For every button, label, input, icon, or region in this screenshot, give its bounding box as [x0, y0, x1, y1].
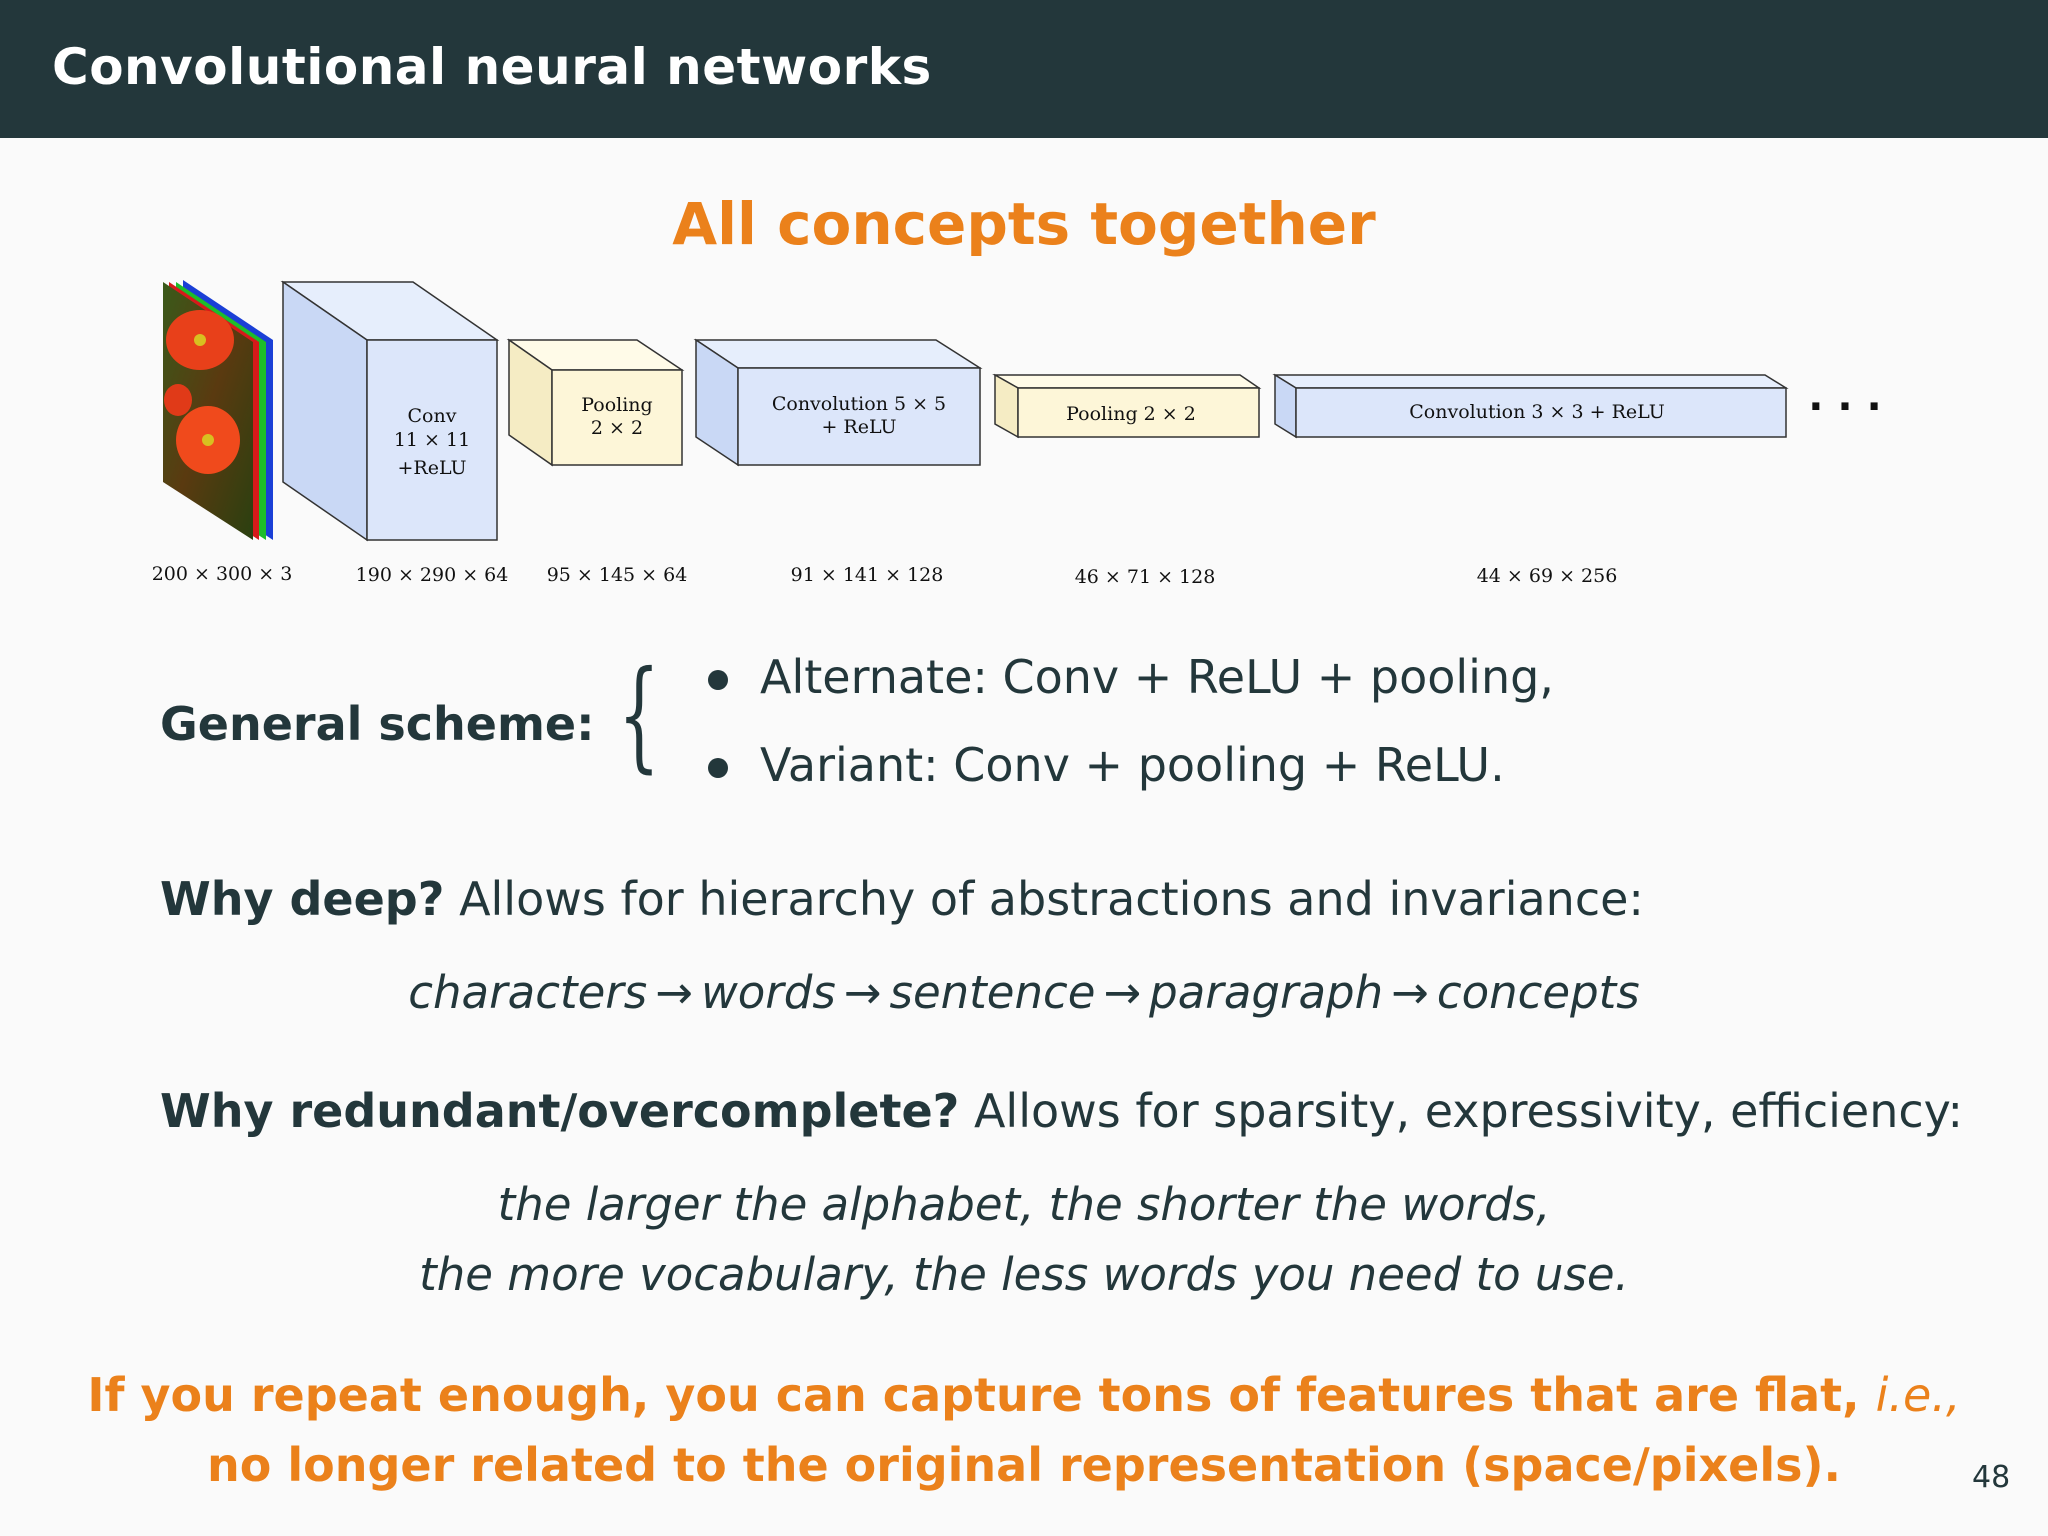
dims-conv1: 190 × 290 × 64	[356, 564, 509, 586]
flower-3	[164, 384, 192, 416]
conv1-label-line-3: +ReLU	[397, 457, 466, 479]
why-redundant-label: Why redundant/overcomplete?	[160, 1084, 960, 1138]
conv2-label-line-1: Convolution 5 × 5	[772, 393, 946, 415]
dims-pool1: 95 × 145 × 64	[547, 564, 688, 586]
frame-subtitle: All concepts together	[672, 190, 1376, 258]
layer-conv2	[693, 338, 983, 467]
why-deep-text: Allows for hierarchy of abstractions and…	[459, 872, 1644, 926]
pool1-label-line-2: 2 × 2	[591, 417, 643, 439]
pool2-front	[1017, 387, 1260, 438]
chain-item: characters	[408, 966, 648, 1019]
conv2-front	[737, 367, 981, 466]
flower-center-1	[194, 334, 206, 346]
why-deep-label: Why deep?	[160, 872, 445, 926]
why-deep-paragraph: Why deep? Allows for hierarchy of abstra…	[160, 872, 1644, 926]
conv3-top	[1272, 374, 1789, 389]
layer-conv1	[280, 280, 500, 542]
scheme-bullet-text: Variant: Conv + pooling + ReLU.	[760, 738, 1505, 792]
dims-conv2: 91 × 141 × 128	[791, 564, 944, 586]
arrow-right-icon: →	[655, 966, 693, 1019]
chain-item: concepts	[1436, 966, 1640, 1019]
scheme-brace: {	[618, 646, 660, 785]
input-image	[163, 280, 273, 540]
chain-item: paragraph	[1149, 966, 1384, 1019]
conclusion-line-1: If you repeat enough, you can capture to…	[0, 1368, 2048, 1422]
pool2-top	[992, 374, 1262, 389]
pool1-front	[551, 369, 683, 466]
conclusion-line-1-text: If you repeat enough, you can capture to…	[87, 1368, 1860, 1422]
page-number: 48	[1972, 1460, 2011, 1495]
cnn-architecture-diagram: Conv 11 × 11 +ReLU Pooling 2 × 2 Convolu…	[152, 280, 1882, 588]
scheme-bullet-text: Alternate: Conv + ReLU + pooling,	[760, 650, 1554, 704]
conv3-front	[1295, 387, 1787, 438]
redundant-quote-line-1: the larger the alphabet, the shorter the…	[497, 1178, 1551, 1231]
bullet-icon	[708, 758, 728, 778]
conv2-top	[693, 339, 983, 369]
dims-input: 200 × 300 × 3	[152, 563, 293, 585]
conclusion-line-2: no longer related to the original repres…	[206, 1438, 1842, 1492]
arrow-right-icon: →	[1391, 966, 1429, 1019]
conv3-label: Convolution 3 × 3 + ReLU	[1409, 401, 1664, 423]
general-scheme-label: General scheme:	[160, 697, 595, 751]
slide-header: Convolutional neural networks	[0, 0, 2048, 138]
redundant-quote-line-2: the more vocabulary, the less words you …	[419, 1248, 1629, 1301]
slide-title: Convolutional neural networks	[52, 38, 932, 96]
conv1-front	[366, 339, 498, 541]
dims-pool2: 46 × 71 × 128	[1075, 566, 1216, 588]
pool2-label: Pooling 2 × 2	[1066, 403, 1196, 425]
flower-center-2	[202, 434, 214, 446]
layer-pool1	[506, 338, 685, 467]
conv1-label-line-1: Conv	[408, 405, 457, 427]
abstraction-chain: characters→words→sentence→paragraph→conc…	[0, 966, 2048, 1019]
why-redundant-text: Allows for sparsity, expressivity, effic…	[973, 1084, 1964, 1138]
chain-item: sentence	[889, 966, 1096, 1019]
chain-item: words	[700, 966, 836, 1019]
layer-pool2	[992, 373, 1262, 439]
why-redundant-paragraph: Why redundant/overcomplete? Allows for s…	[160, 1084, 1963, 1138]
arrow-right-icon: →	[843, 966, 882, 1019]
pool1-label-line-1: Pooling	[581, 394, 652, 416]
conv1-label-line-2: 11 × 11	[394, 429, 470, 451]
bullet-icon	[708, 670, 728, 690]
conv2-label-line-2: + ReLU	[821, 416, 896, 438]
diagram-ellipsis: · · ·	[1808, 384, 1881, 430]
dims-conv3: 44 × 69 × 256	[1477, 565, 1618, 587]
conclusion-ie: i.e.,	[1875, 1368, 1961, 1422]
arrow-right-icon: →	[1103, 966, 1142, 1019]
layer-conv3	[1272, 373, 1789, 439]
